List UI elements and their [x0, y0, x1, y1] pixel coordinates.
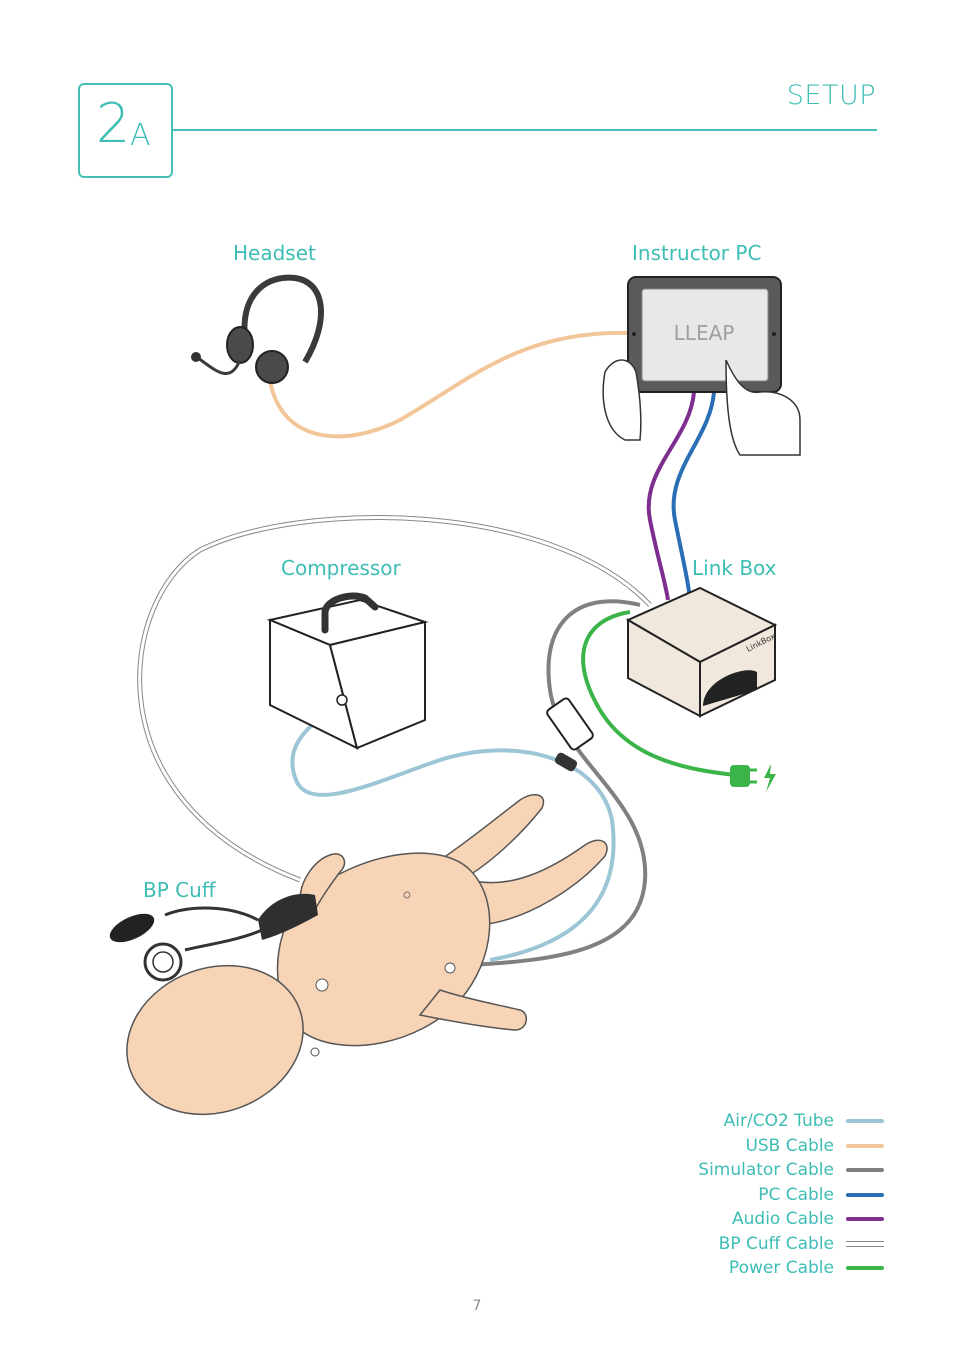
step-number: 2 — [96, 92, 131, 155]
air-tube — [290, 698, 616, 962]
legend-item: USB Cable — [698, 1134, 884, 1159]
pc-cable — [671, 391, 716, 601]
lleap-screen-text: LLEAP — [674, 321, 735, 345]
power-plug-icon — [730, 764, 776, 792]
usb-cable — [268, 330, 631, 439]
legend-label: BP Cuff Cable — [718, 1233, 834, 1254]
legend-swatch-audio-cable — [846, 1217, 884, 1222]
legend-item: Audio Cable — [698, 1207, 884, 1232]
simulator-cable — [469, 599, 648, 967]
link-box-icon: LinkBox — [625, 586, 778, 718]
page-title: SETUP — [786, 80, 876, 111]
header-rule — [173, 129, 877, 131]
legend-label: PC Cable — [758, 1184, 834, 1205]
legend-label: Simulator Cable — [698, 1160, 834, 1181]
manikin-icon — [126, 793, 608, 1116]
legend-item: Power Cable — [698, 1256, 884, 1281]
instructor-pc-icon: LLEAP — [602, 276, 801, 456]
compressor-icon — [266, 592, 429, 750]
label-headset: Headset — [233, 241, 316, 265]
label-compressor: Compressor — [281, 556, 401, 580]
label-bp-cuff: BP Cuff — [143, 878, 216, 902]
bp-cuff-cable — [137, 515, 652, 883]
legend-swatch-pc-cable — [846, 1192, 884, 1197]
cable-legend: Air/CO2 Tube USB Cable Simulator Cable P… — [698, 1109, 884, 1281]
audio-cable — [646, 391, 696, 601]
simulator-connector-icon — [546, 697, 594, 772]
legend-swatch-power-cable — [846, 1266, 884, 1271]
legend-swatch-bp-cuff-cable — [846, 1240, 884, 1247]
label-instructor-pc: Instructor PC — [632, 241, 762, 265]
page-number: 7 — [472, 1298, 482, 1314]
legend-label: Air/CO2 Tube — [723, 1111, 834, 1132]
legend-item: BP Cuff Cable — [698, 1232, 884, 1257]
power-cable — [581, 610, 736, 777]
legend-item: Air/CO2 Tube — [698, 1109, 884, 1134]
legend-swatch-air-tube — [846, 1119, 884, 1124]
bp-bulb-icon — [109, 906, 263, 982]
legend-label: USB Cable — [745, 1135, 834, 1156]
legend-swatch-simulator-cable — [846, 1168, 884, 1173]
legend-item: PC Cable — [698, 1183, 884, 1208]
label-link-box: Link Box — [692, 556, 777, 580]
legend-item: Simulator Cable — [698, 1158, 884, 1183]
step-letter: A — [130, 118, 151, 153]
legend-swatch-usb-cable — [846, 1143, 884, 1148]
step-badge: 2 A — [78, 83, 173, 178]
legend-label: Audio Cable — [732, 1209, 834, 1230]
legend-label: Power Cable — [728, 1258, 834, 1279]
headset-icon — [191, 274, 324, 384]
